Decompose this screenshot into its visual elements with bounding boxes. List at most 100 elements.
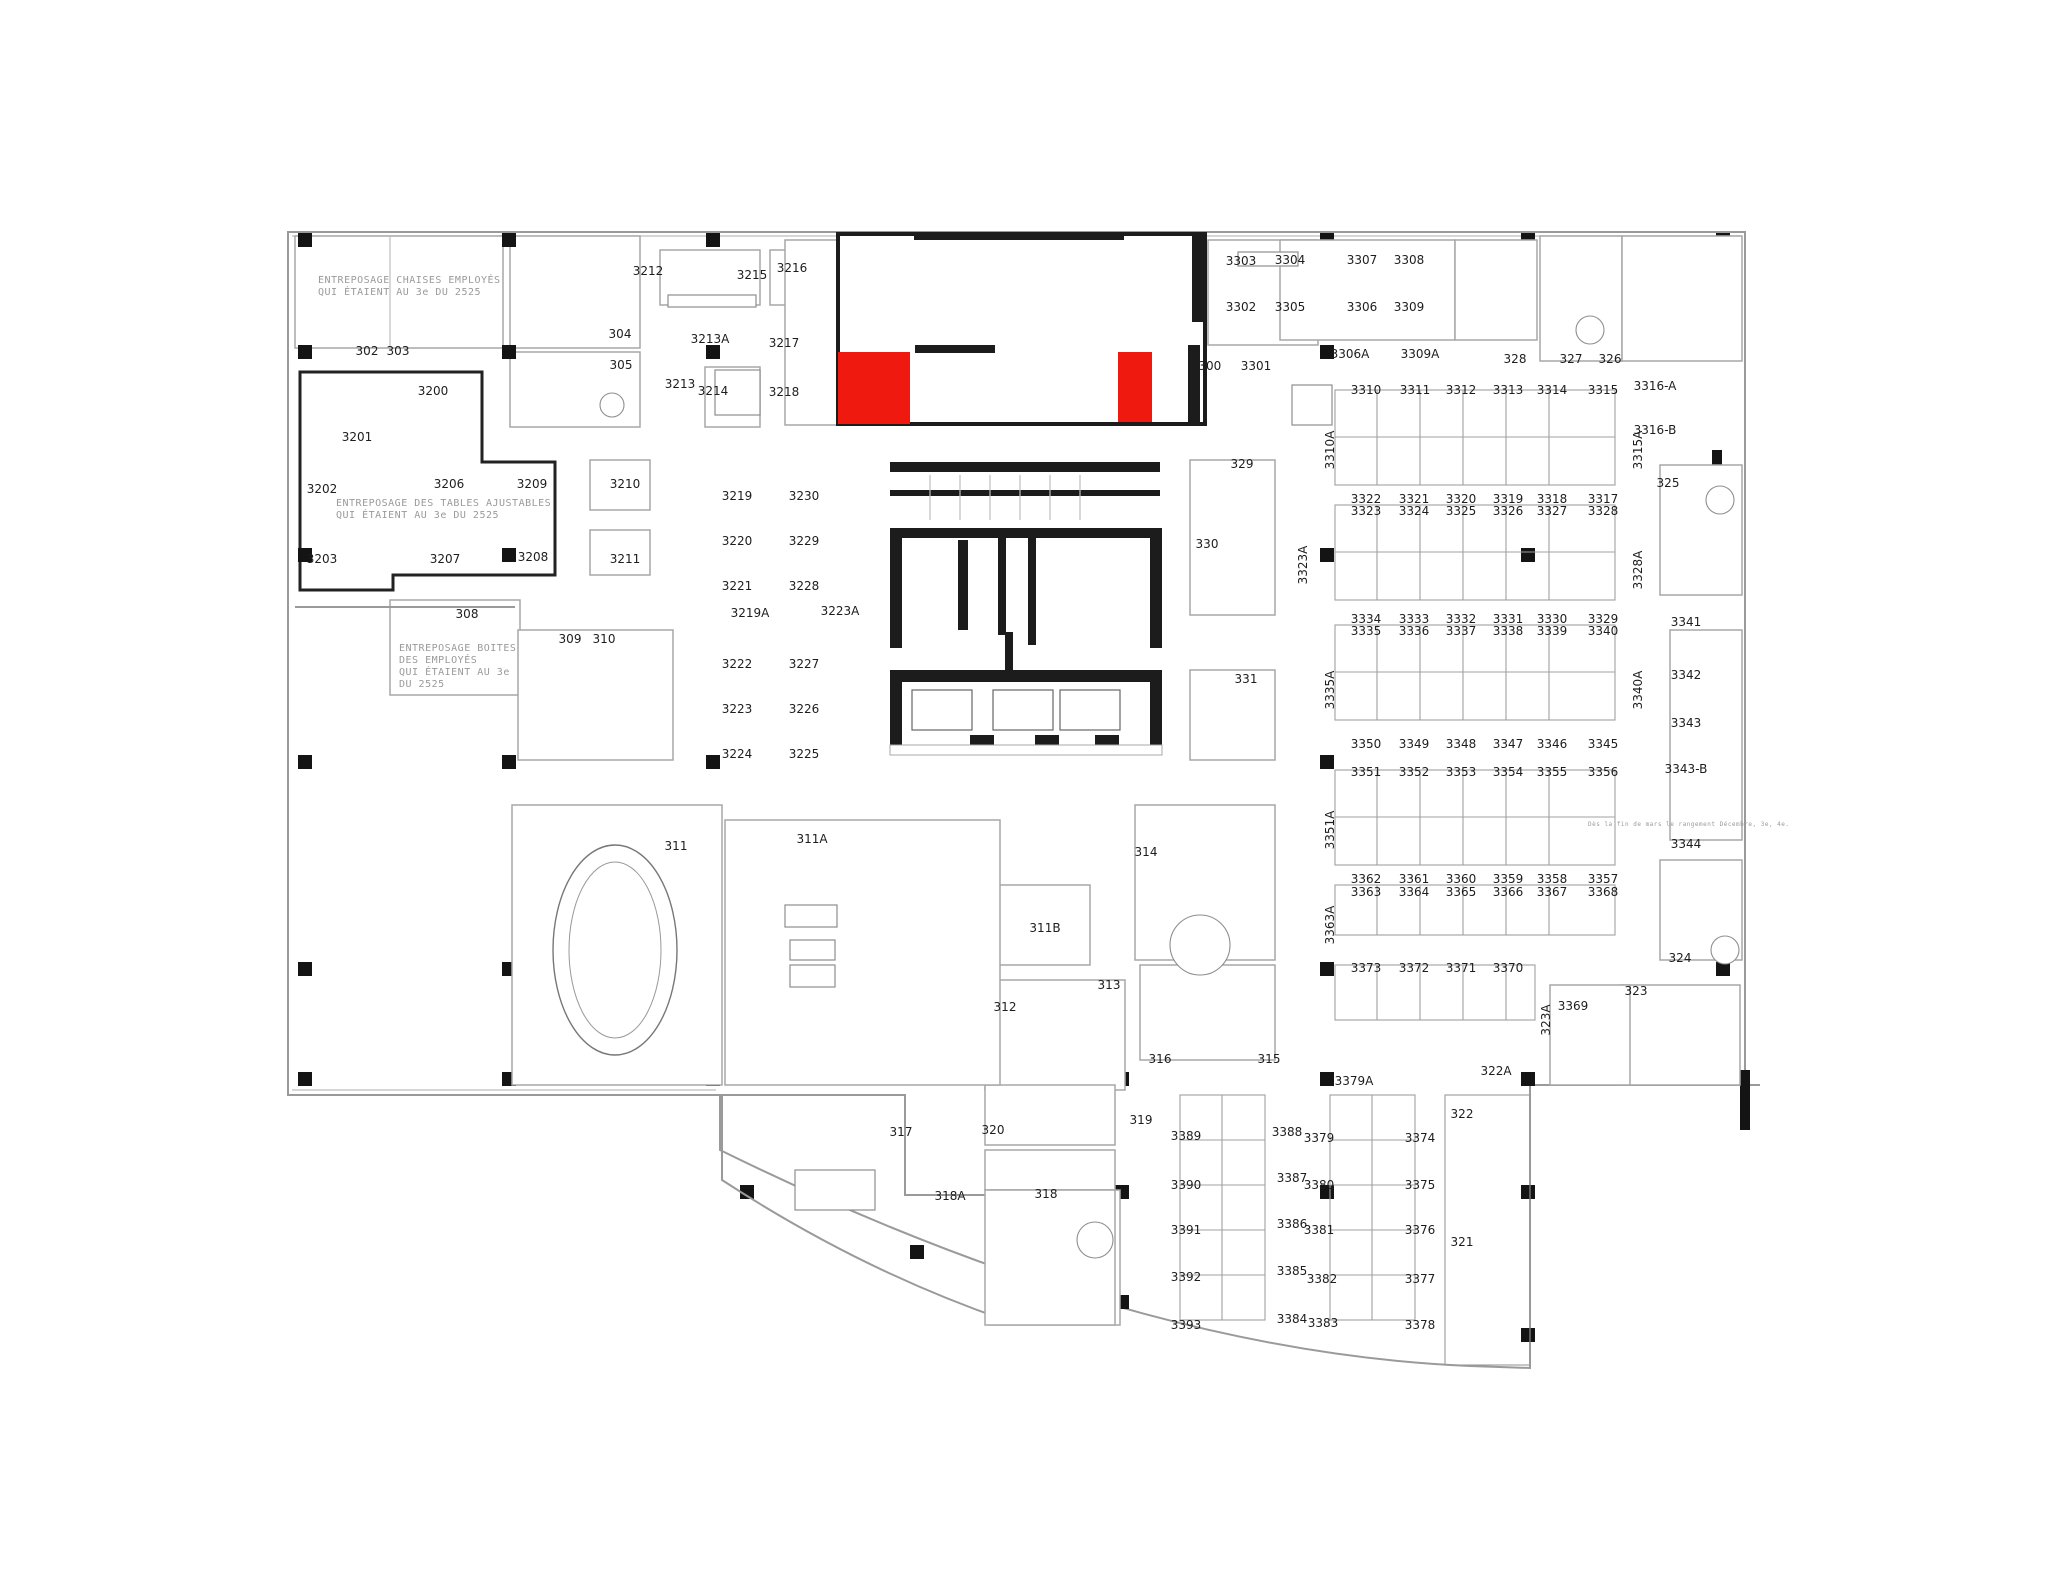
room-label-3388: 3388	[1272, 1125, 1303, 1139]
room-label-3211: 3211	[610, 552, 641, 566]
room-label-3303: 3303	[1226, 254, 1257, 268]
central-core-services	[889, 462, 1163, 756]
room-label-320: 320	[982, 1123, 1005, 1137]
room-label-3209: 3209	[517, 477, 548, 491]
room-label-3331: 3331	[1493, 612, 1524, 626]
room-label-3316-a: 3316-A	[1634, 379, 1678, 393]
room-label-3220: 3220	[722, 534, 753, 548]
room-label-329: 329	[1231, 457, 1254, 471]
room-label-3358: 3358	[1537, 872, 1568, 886]
room-label-309: 309	[559, 632, 582, 646]
room-label-3334: 3334	[1351, 612, 1382, 626]
room-label-3337: 3337	[1446, 624, 1477, 638]
room-label-3382: 3382	[1307, 1272, 1338, 1286]
room-label-3363a: 3363A	[1323, 905, 1337, 945]
room-label-3228: 3228	[789, 579, 820, 593]
east-workstation-grid	[1334, 389, 1616, 1021]
room-label-3318: 3318	[1537, 492, 1568, 506]
room-label-3329: 3329	[1588, 612, 1619, 626]
room-label-3342: 3342	[1671, 668, 1702, 682]
room-label-326: 326	[1599, 352, 1622, 366]
conference-room-311	[511, 804, 723, 1086]
room-label-3212: 3212	[633, 264, 664, 278]
room-label-3323a: 3323A	[1296, 545, 1310, 585]
room-label-3351a: 3351A	[1323, 810, 1337, 850]
room-label-3365: 3365	[1446, 885, 1477, 899]
room-label-3393: 3393	[1171, 1318, 1202, 1332]
room-label-3352: 3352	[1399, 765, 1430, 779]
room-label-327: 327	[1560, 352, 1583, 366]
room-label-3219: 3219	[722, 489, 753, 503]
room-label-3336: 3336	[1399, 624, 1430, 638]
room-label-3391: 3391	[1171, 1223, 1202, 1237]
room-label-3343-b: 3343-B	[1665, 762, 1708, 776]
room-label-3207: 3207	[430, 552, 461, 566]
room-label-3213a: 3213A	[691, 332, 731, 346]
room-label-3315a: 3315A	[1631, 430, 1645, 470]
room-label-311: 311	[665, 839, 688, 853]
room-label-311b: 311B	[1029, 921, 1060, 935]
room-label-316: 316	[1149, 1052, 1172, 1066]
workstation-note: Dès la fin de mars le rangement Décembre…	[1588, 821, 1790, 828]
room-label-3229: 3229	[789, 534, 820, 548]
room-label-3360: 3360	[1446, 872, 1477, 886]
room-label-3215: 3215	[737, 268, 768, 282]
room-label-3213: 3213	[665, 377, 696, 391]
room-label-3320: 3320	[1446, 492, 1477, 506]
room-label-305: 305	[610, 358, 633, 372]
room-label-3356: 3356	[1588, 765, 1619, 779]
room-label-318a: 318A	[934, 1189, 966, 1203]
room-label-3218: 3218	[769, 385, 800, 399]
room-label-3362: 3362	[1351, 872, 1382, 886]
room-label-3345: 3345	[1588, 737, 1619, 751]
room-label-3363: 3363	[1351, 885, 1382, 899]
northwest-storage	[294, 235, 557, 696]
room-label-3210: 3210	[610, 477, 641, 491]
room-label-3309: 3309	[1394, 300, 1425, 314]
room-label-310: 310	[593, 632, 616, 646]
room-label-3341: 3341	[1671, 615, 1702, 629]
room-label-319: 319	[1130, 1113, 1153, 1127]
room-label-3327: 3327	[1537, 504, 1568, 518]
room-label-3316-b: 3316-B	[1634, 423, 1677, 437]
room-label-3328: 3328	[1588, 504, 1619, 518]
room-label-3359: 3359	[1493, 872, 1524, 886]
room-label-318: 318	[1035, 1187, 1058, 1201]
room-label-3353: 3353	[1446, 765, 1477, 779]
room-label-312: 312	[994, 1000, 1017, 1014]
room-label-3389: 3389	[1171, 1129, 1202, 1143]
southwest-rooms	[721, 1094, 1116, 1326]
storage-note-chairs: ENTREPOSAGE CHAISES EMPLOYÉS QUI ÉTAIENT…	[318, 273, 507, 298]
room-label-3368: 3368	[1588, 885, 1619, 899]
room-label-3351: 3351	[1351, 765, 1382, 779]
room-label-3325: 3325	[1446, 504, 1477, 518]
room-label-3379a: 3379A	[1335, 1074, 1375, 1088]
room-label-3306: 3306	[1347, 300, 1378, 314]
room-label-3348: 3348	[1446, 737, 1477, 751]
room-label-3332: 3332	[1446, 612, 1477, 626]
room-label-325: 325	[1657, 476, 1680, 490]
room-label-3343: 3343	[1671, 716, 1702, 730]
storage-notes: ENTREPOSAGE CHAISES EMPLOYÉS QUI ÉTAIENT…	[318, 273, 1790, 828]
room-label-3224: 3224	[722, 747, 753, 761]
room-label-3300: 3300	[1191, 359, 1222, 373]
room-label-3340a: 3340A	[1631, 670, 1645, 710]
room-label-3304: 3304	[1275, 253, 1306, 267]
room-label-3386: 3386	[1277, 1217, 1308, 1231]
room-label-3380: 3380	[1304, 1178, 1335, 1192]
room-label-328: 328	[1504, 352, 1527, 366]
room-label-3354: 3354	[1493, 765, 1524, 779]
room-label-3350: 3350	[1351, 737, 1382, 751]
room-label-3377: 3377	[1405, 1272, 1436, 1286]
room-label-3379: 3379	[1304, 1131, 1335, 1145]
room-label-330: 330	[1196, 537, 1219, 551]
room-label-3201: 3201	[342, 430, 373, 444]
room-label-3339: 3339	[1537, 624, 1568, 638]
room-label-3355: 3355	[1537, 765, 1568, 779]
room-label-317: 317	[890, 1125, 913, 1139]
room-label-3221: 3221	[722, 579, 753, 593]
room-label-3344: 3344	[1671, 837, 1702, 851]
storage-note-boxes: ENTREPOSAGE BOITES DES EMPLOYÉS QUI ÉTAI…	[399, 643, 523, 690]
room-label-322: 322	[1451, 1107, 1474, 1121]
